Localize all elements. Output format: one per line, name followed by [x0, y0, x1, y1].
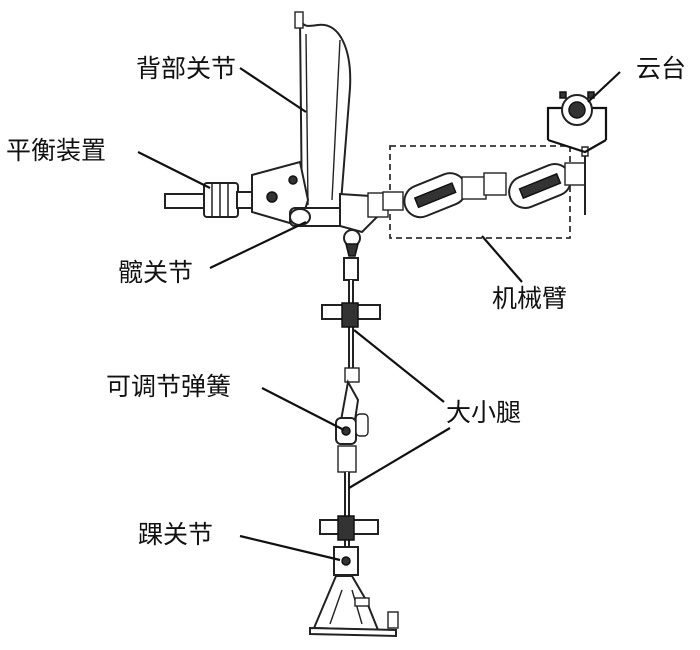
ankle-foot [309, 546, 399, 638]
label-gimbal: 云台 [636, 54, 687, 83]
knee-spring [335, 379, 369, 473]
label-back-joint: 背部关节 [136, 54, 237, 83]
back-plate [294, 11, 352, 216]
label-ankle-joint: 踝关节 [138, 520, 214, 549]
thigh [321, 257, 381, 383]
label-mechanical-arm: 机械臂 [492, 284, 568, 313]
label-balance-device: 平衡装置 [6, 136, 107, 165]
shank [319, 472, 379, 548]
mechanical-arm [382, 145, 589, 239]
leader-lines [137, 67, 621, 562]
label-hip-joint: 髋关节 [118, 258, 194, 287]
label-thigh-shank: 大小腿 [446, 398, 522, 427]
balance-device [164, 160, 310, 228]
label-adjustable-spring: 可调节弹簧 [106, 372, 232, 401]
gimbal [546, 91, 608, 154]
